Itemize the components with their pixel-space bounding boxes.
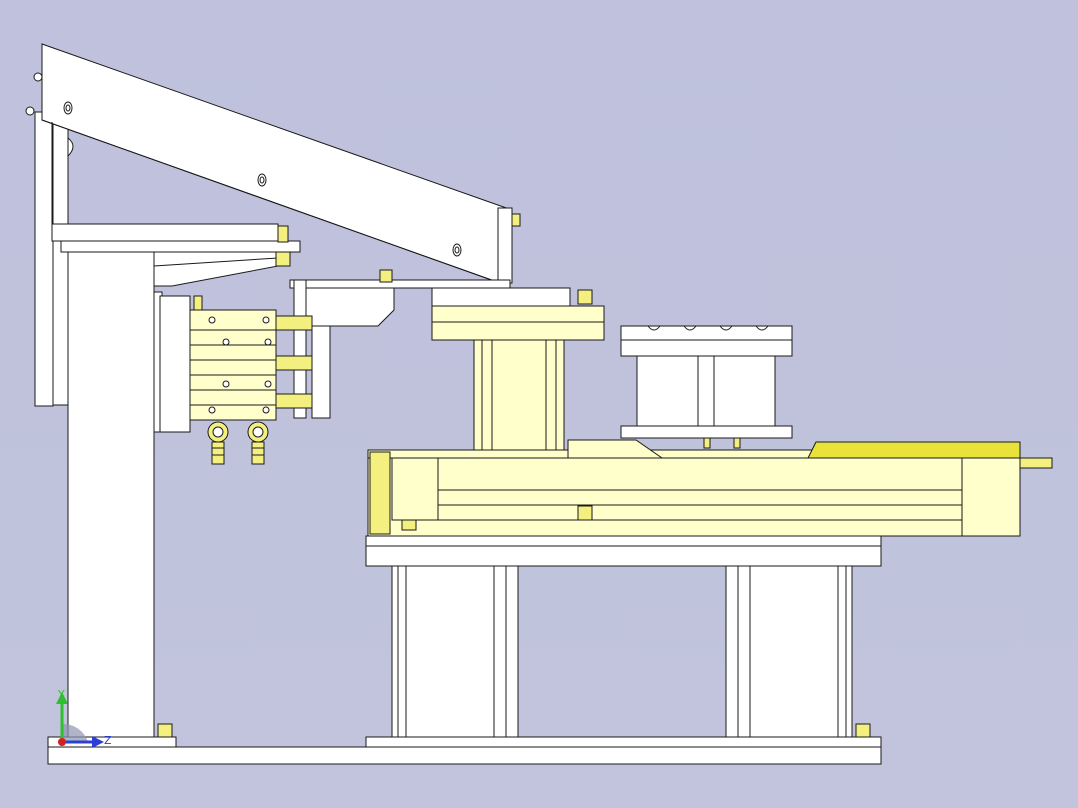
y-axis-label: Y	[57, 688, 65, 701]
z-axis-label: Z	[104, 734, 112, 747]
orientation-triad: Y Z	[56, 688, 112, 748]
hanger-bracket	[159, 269, 511, 433]
suction-fittings	[207, 421, 269, 465]
fixture-tooling	[620, 325, 793, 449]
table-frame	[365, 535, 882, 738]
left-column	[25, 72, 163, 738]
base-plate	[47, 736, 882, 765]
top-mount-plates	[431, 287, 605, 341]
top-arm	[41, 43, 521, 287]
base-fasteners	[157, 723, 871, 738]
cylinder-block	[189, 295, 313, 421]
linear-module	[367, 439, 1053, 537]
arm-screws	[63, 101, 462, 257]
